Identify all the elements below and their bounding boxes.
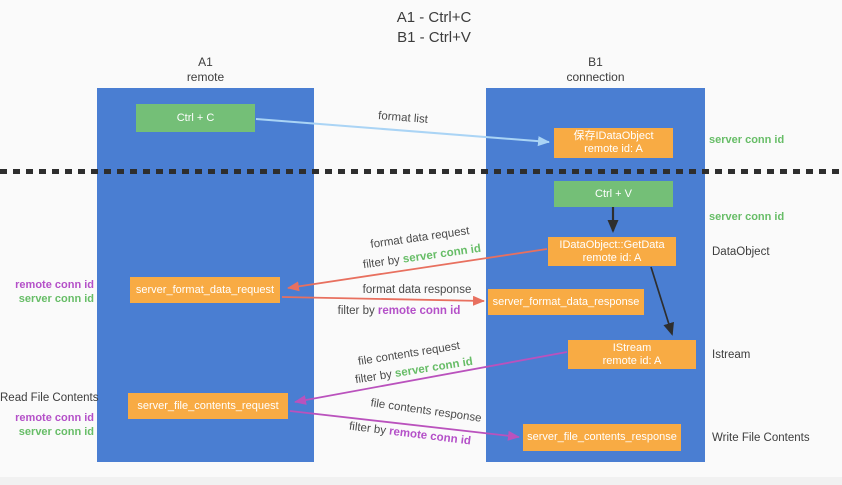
lane-header-b1: B1 connection [486, 55, 705, 85]
node-server-file-contents-request: server_file_contents_request [128, 393, 288, 419]
lane-header-a1: A1 remote [97, 55, 314, 85]
annotation-remote-conn-id-1: remote conn id [15, 279, 94, 291]
node-server-file-contents-response-label: server_file_contents_response [527, 431, 677, 443]
node-idataobject-getdata: IDataObject::GetData remote id: A [548, 237, 676, 266]
filter-by-text-2: filter by [337, 305, 378, 317]
node-server-format-data-request: server_format_data_request [130, 277, 280, 303]
lane-b1-subtitle: connection [566, 70, 625, 84]
lane-a1-subtitle: remote [186, 70, 225, 84]
diagram-title: A1 - Ctrl+C B1 - Ctrl+V [397, 8, 472, 48]
annotation-dataobject: DataObject [712, 246, 770, 258]
node-istream-line2: remote id: A [602, 354, 662, 367]
remote-conn-id-text-1: remote conn id [377, 305, 461, 317]
lane-b1-name: B1 [588, 55, 603, 69]
node-server-format-data-request-label: server_format_data_request [135, 283, 275, 296]
annotation-write-file-contents: Write File Contents [712, 432, 810, 444]
edge-label-filter-remote-1: filter by remote conn id [338, 305, 461, 317]
annotation-server-conn-id-top: server conn id [709, 134, 785, 146]
remote-conn-id-text-2: remote conn id [388, 425, 472, 448]
session-divider-dashed-line [0, 169, 842, 174]
node-server-format-data-response: server_format_data_response [488, 289, 644, 315]
title-line-2: B1 - Ctrl+V [397, 29, 471, 46]
node-istream-line1: IStream [612, 341, 652, 354]
annotation-server-conn-id-left-2: server conn id [18, 426, 94, 438]
edge-label-filter-remote-2: filter by remote conn id [348, 421, 471, 448]
bottom-strip [0, 477, 842, 485]
edge-label-format-data-response: format data response [362, 284, 472, 296]
node-server-file-contents-response: server_file_contents_response [523, 424, 681, 451]
annotation-server-conn-id-left-1: server conn id [18, 293, 94, 305]
server-conn-id-text-1: server conn id [402, 242, 482, 266]
filter-by-text-1: filter by [362, 253, 404, 272]
node-server-file-contents-request-label: server_file_contents_request [137, 399, 279, 412]
node-idataobject-getdata-line1: IDataObject::GetData [559, 238, 665, 251]
node-ctrl-c: Ctrl + C [136, 104, 255, 132]
filter-by-text-4: filter by [348, 420, 390, 438]
annotation-server-conn-id-mid: server conn id [709, 211, 785, 223]
annotation-istream: Istream [712, 349, 751, 361]
node-save-idataobject-line1: 保存IDataObject [573, 130, 654, 142]
node-ctrl-v: Ctrl + V [554, 181, 673, 207]
lane-a1-name: A1 [198, 55, 213, 69]
filter-by-text-3: filter by [354, 368, 396, 387]
node-save-idataobject-line2: remote id: A [584, 143, 643, 155]
annotation-read-file-contents: Read File Contents [0, 392, 99, 404]
node-ctrl-c-label: Ctrl + C [176, 111, 215, 124]
annotation-remote-conn-id-2: remote conn id [15, 412, 94, 424]
node-server-format-data-response-label: server_format_data_response [492, 295, 640, 308]
node-save-idataobject: 保存IDataObject remote id: A [554, 128, 673, 158]
edge-label-format-list: format list [377, 110, 429, 126]
node-ctrl-v-label: Ctrl + V [595, 187, 632, 200]
node-istream: IStream remote id: A [568, 340, 696, 369]
title-line-1: A1 - Ctrl+C [396, 9, 472, 26]
node-idataobject-getdata-line2: remote id: A [582, 251, 642, 264]
edge-label-file-contents-response: file contents response [369, 397, 483, 425]
